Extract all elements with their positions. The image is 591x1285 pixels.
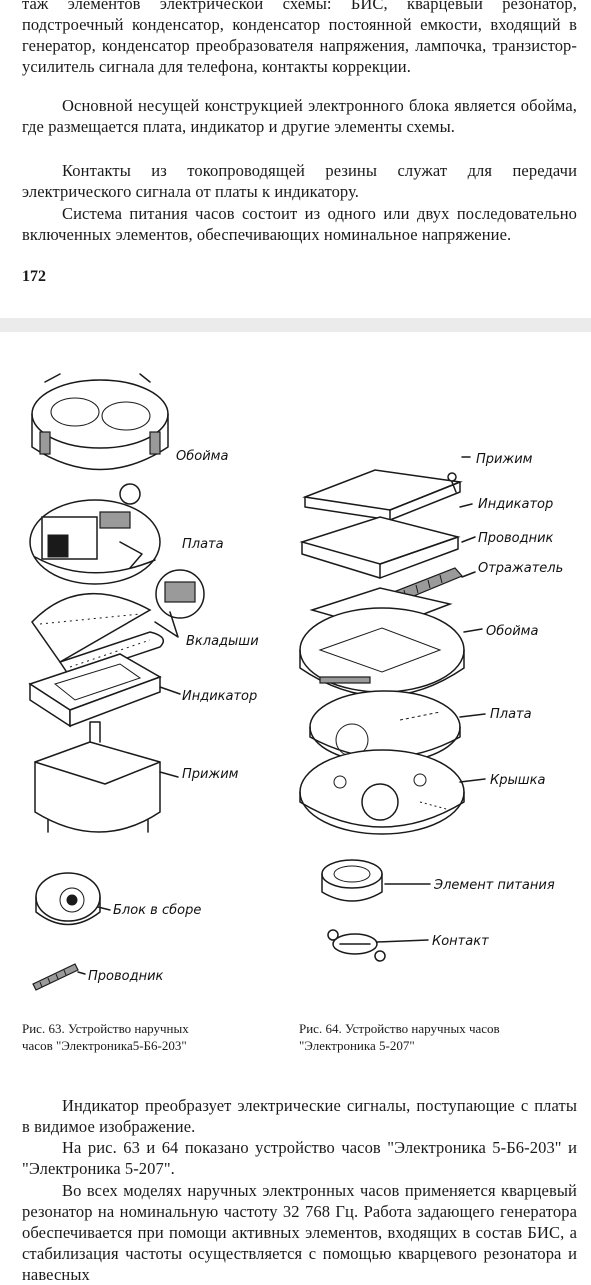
fig63-label-blok: Блок в сборе [113, 903, 201, 918]
fig63-label-plata: Плата [182, 537, 224, 552]
bottom-page [0, 332, 591, 1280]
fig64-label-element: Элемент питания [433, 878, 555, 893]
fig63-prizhim-part [34, 721, 179, 833]
fig64-caption-line-1: Рис. 64. Устройство наручных часов [299, 1021, 500, 1036]
top-paragraph-4: Система питания часов состоит из одного … [22, 204, 577, 244]
figures-illustration: Обойма Плата Вкладыши Индикатор Прижим Б… [28, 373, 563, 991]
fig63-label-prizhim: Прижим [182, 767, 239, 782]
fig64-indikator-part [299, 503, 473, 579]
top-page [0, 0, 591, 318]
fig64-label-kontakt: Контакт [432, 934, 489, 949]
page-number: 172 [22, 268, 46, 285]
fig63-plata-part [29, 483, 161, 585]
fig63-vkladyshi-part [31, 569, 205, 678]
fig64-label-otrazhatel: Отражатель [478, 561, 563, 576]
fig64-label-oboima: Обойма [486, 624, 538, 639]
fig63-provodnik-part [32, 963, 86, 991]
fig63-caption-line-1: Рис. 63. Устройство наручных [22, 1021, 189, 1036]
fig64-label-provodnik: Проводник [478, 531, 554, 546]
fig63-label-provodnik: Проводник [88, 969, 164, 984]
fig64-label-kryshka: Крышка [490, 773, 545, 788]
fig64-label-indikator: Индикатор [478, 497, 553, 512]
fig63-drawing: Обойма Плата Вкладыши Индикатор Прижим Б… [28, 373, 259, 991]
bottom-paragraph-3: Во всех моделях наручных электронных час… [22, 1181, 577, 1284]
fig63-label-vkladyshi: Вкладыши [186, 634, 259, 649]
fig64-prizhim-part [302, 456, 471, 521]
fig63-label-indikator: Индикатор [182, 689, 257, 704]
fig64-label-prizhim: Прижим [476, 452, 533, 467]
top-paragraph-3: Контакты из токопроводящей резины служат… [22, 161, 577, 201]
fig63-oboima-part [31, 373, 169, 471]
top-paragraph-2: Основной несущей конструкцией электронно… [22, 96, 577, 136]
fig63-label-oboima: Обойма [176, 449, 228, 464]
fig63-blok-part [35, 872, 111, 926]
fig63-caption-line-2: часов "Электроника5-Б6-203" [22, 1038, 187, 1053]
fig64-caption-line-2: "Электроника 5-207" [299, 1038, 415, 1053]
page-gap [0, 318, 591, 332]
bottom-paragraph-1: Индикатор преобразует электрические сигн… [22, 1096, 577, 1136]
bottom-paragraph-2: На рис. 63 и 64 показано устройство часо… [22, 1138, 577, 1178]
top-paragraph-1: таж элементов электрической схемы: БИС, … [22, 0, 577, 76]
fig63-indikator-part [28, 653, 181, 728]
fig64-drawing: Прижим Индикатор Проводник Отражатель Об… [299, 452, 563, 962]
fig64-kryshka-part [299, 749, 486, 835]
fig64-kontakt-part [327, 929, 429, 962]
fig64-element-part [321, 859, 431, 902]
fig64-label-plata: Плата [490, 707, 532, 722]
fig64-oboima-part [299, 607, 483, 697]
